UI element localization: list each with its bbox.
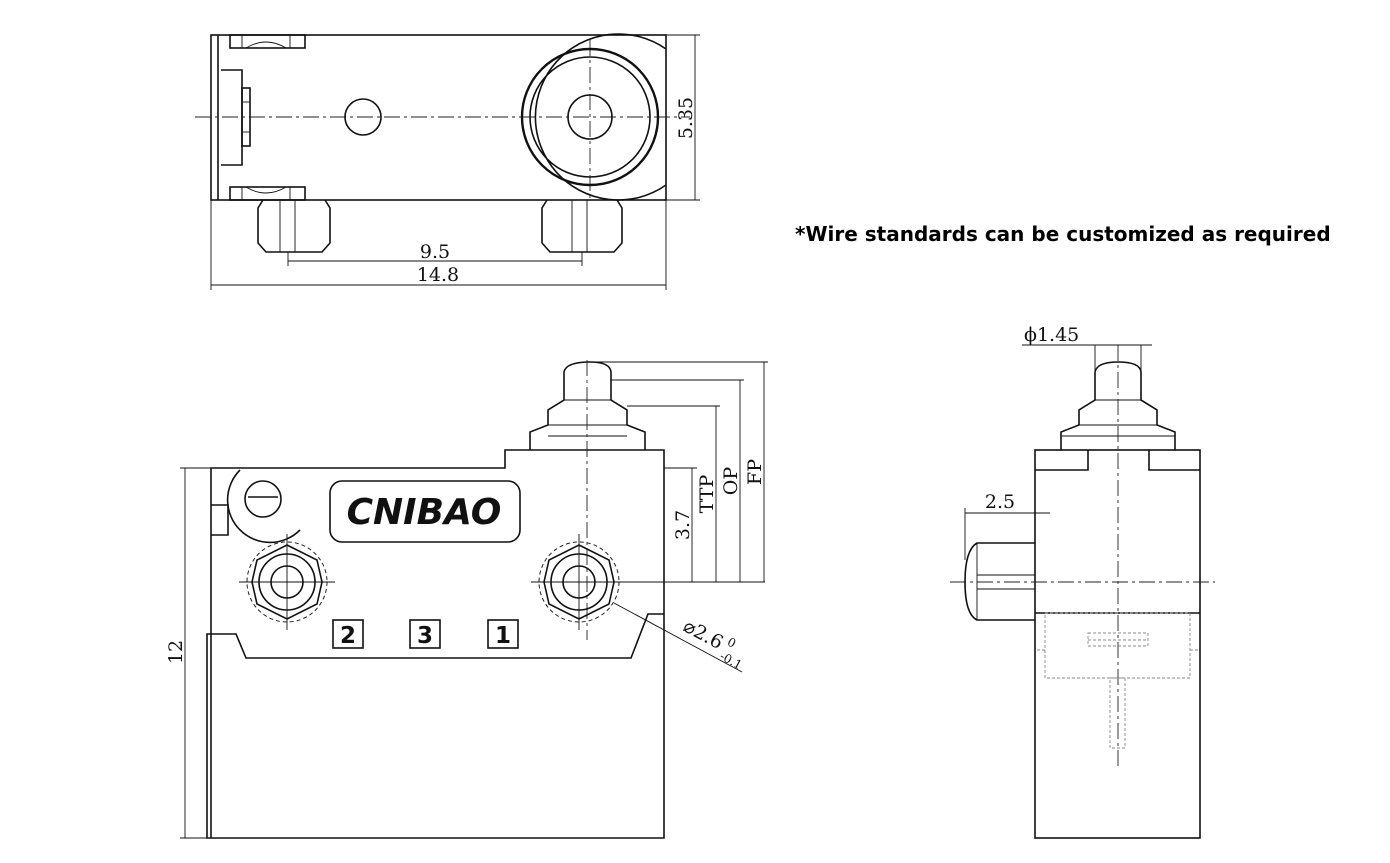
brand-logo: CNIBAO	[347, 492, 502, 533]
terminal-screw-left	[239, 534, 335, 630]
cover-screw	[244, 480, 282, 518]
pin-spacing-dim: 9.5	[420, 241, 450, 263]
fp-label: FP	[744, 459, 766, 485]
terminal-label-box-3	[409, 619, 441, 649]
wire-standards-note: *Wire standards can be customized as req…	[795, 222, 1331, 246]
terminal-label-2: 2	[340, 623, 356, 649]
ttp-label: TTP	[696, 475, 718, 514]
terminal-screw-right	[531, 534, 627, 630]
plunger-outer-ring	[520, 47, 660, 187]
terminal-label-box-2	[332, 619, 364, 649]
terminal-label-1: 1	[495, 623, 511, 649]
hole-tol-upper: 0	[725, 635, 738, 651]
terminal-label-3: 3	[417, 623, 433, 649]
mounting-hole	[344, 98, 382, 136]
plunger-top	[567, 94, 613, 140]
height-dim: 12	[165, 640, 187, 664]
length-dim: 14.8	[417, 264, 459, 286]
wire-exit-dim: 2.5	[985, 491, 1015, 513]
brand-badge	[329, 480, 521, 543]
hole-dia-dim: ⌀2.6	[680, 615, 727, 654]
front-view: CNIBAO 2 3 1 12	[165, 360, 768, 839]
plunger-dia-dim: ϕ1.45	[1024, 324, 1079, 346]
top-view: 5.35 9.5 14.8	[195, 33, 700, 290]
side-view: ϕ1.45 2.5	[950, 324, 1215, 839]
top-height-dim: 5.35	[675, 97, 697, 139]
terminal-label-box-1	[487, 619, 519, 649]
op-label: OP	[720, 467, 742, 496]
plunger-height-dim: 3.7	[672, 510, 694, 540]
hole-tol-lower: -0.1	[717, 649, 744, 672]
